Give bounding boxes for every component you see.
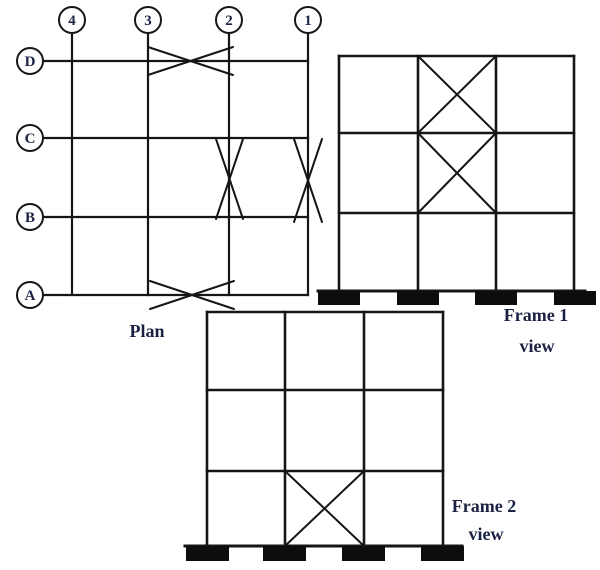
brace-diagonal xyxy=(149,280,235,310)
grid-bubble-4-circle xyxy=(58,6,86,34)
grid-bubble-1: 1 xyxy=(294,6,322,34)
brace-diagonal xyxy=(417,55,497,134)
plan-brace-lineD-bay3-2 xyxy=(147,46,234,76)
grid-bubble-B: B xyxy=(16,203,44,231)
grid-bubble-1-label: 1 xyxy=(304,13,312,29)
grid-bubble-4-label: 4 xyxy=(68,13,76,29)
grid-bubble-C-label: C xyxy=(25,131,36,147)
frame1-footing-pad-4 xyxy=(554,291,596,305)
grid-bubble-D: D xyxy=(16,47,44,75)
grid-bubble-B-label: B xyxy=(25,210,35,226)
brace-diagonal xyxy=(417,132,497,214)
frame1-brace-middle-story xyxy=(417,132,497,214)
grid-bubble-B-circle xyxy=(16,203,44,231)
grid-bubble-C-circle xyxy=(16,124,44,152)
frame1-footing-pad-3 xyxy=(475,291,517,305)
grid-bubble-2-label: 2 xyxy=(225,13,233,29)
brace-diagonal xyxy=(147,46,234,76)
grid-bubble-2-circle xyxy=(215,6,243,34)
grid-bubble-1-circle xyxy=(294,6,322,34)
grid-bubble-3: 3 xyxy=(134,6,162,34)
frame2-footing-pad-1 xyxy=(186,546,229,561)
frame1-brace-top-story xyxy=(417,55,497,134)
brace-diagonal xyxy=(284,470,365,547)
frame2-view: Frame 2 view xyxy=(183,310,516,561)
frame2-footing-pad-4 xyxy=(421,546,464,561)
plan-caption: Plan xyxy=(129,321,164,341)
frame1-view: Frame 1 view xyxy=(316,54,596,356)
grid-bubble-C: C xyxy=(16,124,44,152)
grid-bubble-A-circle xyxy=(16,281,44,309)
frame2-footing-pad-2 xyxy=(263,546,306,561)
plan-brace-line2-bayC-B xyxy=(215,138,244,220)
frame2-caption-line1: Frame 2 xyxy=(452,496,516,516)
grid-bubble-D-circle xyxy=(16,47,44,75)
plan-brace-line1-bayC-B xyxy=(293,138,323,223)
grid-bubble-4: 4 xyxy=(58,6,86,34)
grid-bubble-A-label: A xyxy=(25,288,36,304)
grid-bubble-D-label: D xyxy=(25,54,36,70)
frame2-footing-pad-3 xyxy=(342,546,385,561)
grid-bubble-A: A xyxy=(16,281,44,309)
frame2-caption-line2: view xyxy=(469,524,504,544)
grid-bubble-2: 2 xyxy=(215,6,243,34)
frame1-caption-line1: Frame 1 xyxy=(504,305,568,325)
frame1-footing-pad-1 xyxy=(318,291,360,305)
frame1-caption-line2: view xyxy=(520,336,555,356)
frame1-footing-pad-2 xyxy=(397,291,439,305)
plan-view: 4 3 2 1 D C B A xyxy=(16,6,323,341)
brace-diagonal xyxy=(293,138,323,223)
brace-diagonal xyxy=(215,138,244,220)
plan-brace-lineA-bay3-2 xyxy=(149,280,235,310)
grid-bubble-3-label: 3 xyxy=(144,13,152,29)
grid-bubble-3-circle xyxy=(134,6,162,34)
frame2-brace-bottom-story xyxy=(284,470,365,547)
